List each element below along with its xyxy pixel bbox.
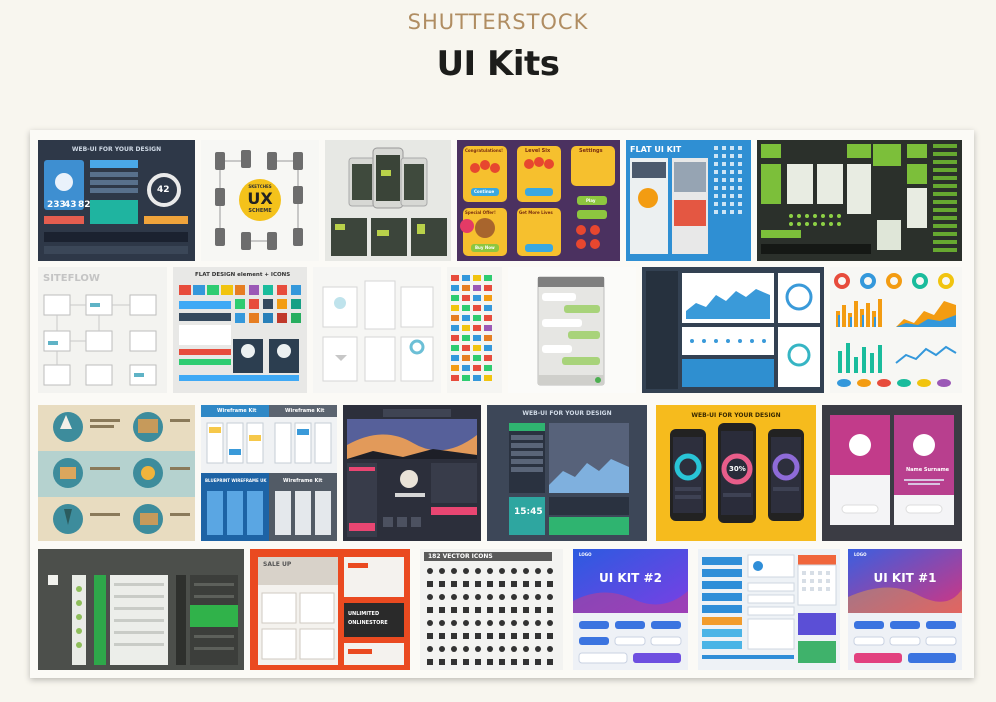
icon-grid-art: [447, 267, 502, 393]
web-ui-dark-art: [38, 140, 195, 261]
infographic-charts-art: [830, 267, 962, 393]
web-ui-dashboard-label: WEB-UI FOR YOUR DESIGN: [522, 410, 612, 417]
web-ui-dashboard-time: 15:45: [514, 507, 543, 517]
ux-scheme-line2: UX: [247, 189, 273, 208]
game-ui-art: [457, 140, 620, 261]
wireframe-kit-label-2: Wireframe Kit: [285, 408, 325, 414]
admin-dashboard-art: [642, 267, 824, 393]
tile-white-wireframe[interactable]: [313, 267, 441, 393]
tile-vector-icons[interactable]: 182 VECTOR ICONS: [420, 549, 563, 670]
ux-scheme-line3: SCHEME: [248, 208, 272, 214]
red-kit-label-3: ONLINESTORE: [348, 620, 388, 626]
tile-flat-design-icons[interactable]: FLAT DESIGN element + ICONS: [173, 267, 307, 393]
tile-ui-kit-1[interactable]: LOGO UI KIT #1: [848, 549, 962, 670]
game-ui-play: Play: [586, 198, 596, 203]
web-ui-dark-stat-2: 43: [64, 200, 77, 210]
tile-ux-scheme[interactable]: SKETCHES UX SCHEME: [201, 140, 319, 261]
white-wireframe-art: [313, 267, 441, 393]
web-ui-dashboard-art: [487, 405, 647, 541]
tile-flat-ui-kit[interactable]: FLAT UI KIT: [626, 140, 751, 261]
web-ui-yellow-gauge: 30%: [729, 465, 746, 473]
tile-web-ui-dark[interactable]: WEB-UI FOR YOUR DESIGN 233 43 82 42: [38, 140, 195, 261]
flat-design-icons-label: FLAT DESIGN element + ICONS: [195, 272, 291, 278]
tile-illustrated-icons[interactable]: [38, 405, 195, 541]
ui-kit-1-label: UI KIT #1: [873, 571, 937, 585]
red-kit-label-2: UNLIMITED: [348, 611, 380, 617]
web-ui-yellow-art: [656, 405, 816, 541]
tile-ui-kit-2[interactable]: LOGO UI KIT #2: [573, 549, 688, 670]
green-dark-ui-art: [757, 140, 962, 261]
tile-sidebar-menus[interactable]: [38, 549, 244, 670]
game-ui-banner-3: Settings: [579, 148, 603, 154]
game-ui-banner-1: Congratulations!: [465, 148, 503, 153]
vector-icons-art: [420, 549, 563, 670]
game-ui-buy-now: Buy Now: [475, 245, 495, 250]
illustrated-icons-art: [38, 405, 195, 541]
flat-design-icons-art: [173, 267, 307, 393]
tile-wireframe-kit[interactable]: Wireframe Kit Wireframe Kit BLUEPRINT WI…: [201, 405, 337, 541]
ux-scheme-line1: SKETCHES: [248, 184, 272, 189]
wireframe-kit-label-1: Wireframe Kit: [217, 408, 257, 414]
game-ui-continue: Continue: [474, 189, 495, 194]
wireframe-kit-art: [201, 405, 337, 541]
tile-blue-mobile-ui[interactable]: [698, 549, 840, 670]
tile-web-ui-dashboard[interactable]: WEB-UI FOR YOUR DESIGN 15:45: [487, 405, 647, 541]
red-kit-label-1: SALE UP: [263, 561, 292, 568]
siteflow-art: [38, 267, 167, 393]
tile-chat-mockup[interactable]: [508, 267, 636, 393]
ui-kit-2-label: UI KIT #2: [599, 571, 662, 585]
siteflow-label: SITEFLOW: [43, 273, 100, 284]
tile-purple-profile[interactable]: Name Surname: [822, 405, 962, 541]
red-ecommerce-kit-art: [250, 549, 410, 670]
tile-dark-web-ui[interactable]: [343, 405, 481, 541]
tile-infographic-charts[interactable]: [830, 267, 962, 393]
tile-game-ui[interactable]: Congratulations! Level Six Settings Spec…: [457, 140, 620, 261]
tile-phones-mockup[interactable]: [325, 140, 451, 261]
dark-web-ui-art: [343, 405, 481, 541]
purple-profile-art: [822, 405, 962, 541]
vector-icons-label: 182 VECTOR ICONS: [428, 553, 493, 560]
web-ui-dark-stat-4: 42: [157, 185, 170, 195]
chat-mockup-art: [508, 267, 636, 393]
flat-ui-kit-label: FLAT UI KIT: [630, 145, 682, 154]
tile-admin-dashboard[interactable]: [642, 267, 824, 393]
ui-kit-1-art: [848, 549, 962, 670]
game-ui-banner-4: Special Offer!: [465, 210, 496, 215]
game-ui-banner-2: Level Six: [525, 148, 551, 154]
blue-mobile-ui-art: [698, 549, 840, 670]
flat-ui-kit-art: [626, 140, 751, 261]
web-ui-yellow-label: WEB-UI FOR YOUR DESIGN: [691, 412, 781, 419]
page-title: UI Kits: [436, 44, 560, 84]
web-ui-dark-stat-3: 82: [78, 200, 91, 210]
web-ui-dark-label: WEB-UI FOR YOUR DESIGN: [71, 146, 162, 153]
purple-profile-name: Name Surname: [906, 467, 950, 473]
brand-name: SHUTTERSTOCK: [407, 10, 589, 34]
game-ui-banner-5: Get More Lives: [519, 210, 553, 215]
ui-kit-1-logo: LOGO: [854, 552, 867, 557]
web-ui-dark-stat-1: 233: [47, 200, 66, 210]
sidebar-menus-art: [38, 549, 244, 670]
wireframe-kit-label-4: Wireframe Kit: [283, 478, 323, 484]
page-header: SHUTTERSTOCK UI Kits: [0, 10, 996, 84]
ux-scheme-art: [215, 150, 303, 250]
tile-siteflow[interactable]: SITEFLOW: [38, 267, 167, 393]
tile-red-ecommerce-kit[interactable]: SALE UP UNLIMITED ONLINESTORE: [250, 549, 410, 670]
wireframe-kit-label-3: BLUEPRINT WIREFRAME UK: [205, 478, 267, 483]
ui-kit-2-art: [573, 549, 688, 670]
tile-web-ui-yellow[interactable]: WEB-UI FOR YOUR DESIGN 30%: [656, 405, 816, 541]
ui-kit-2-logo: LOGO: [579, 552, 592, 557]
tile-icon-grid[interactable]: [447, 267, 502, 393]
ui-kits-collage: WEB-UI FOR YOUR DESIGN 233 43 82 42 SKET…: [30, 130, 974, 678]
tile-green-dark-ui[interactable]: [757, 140, 962, 261]
phones-mockup-art: [325, 140, 451, 261]
